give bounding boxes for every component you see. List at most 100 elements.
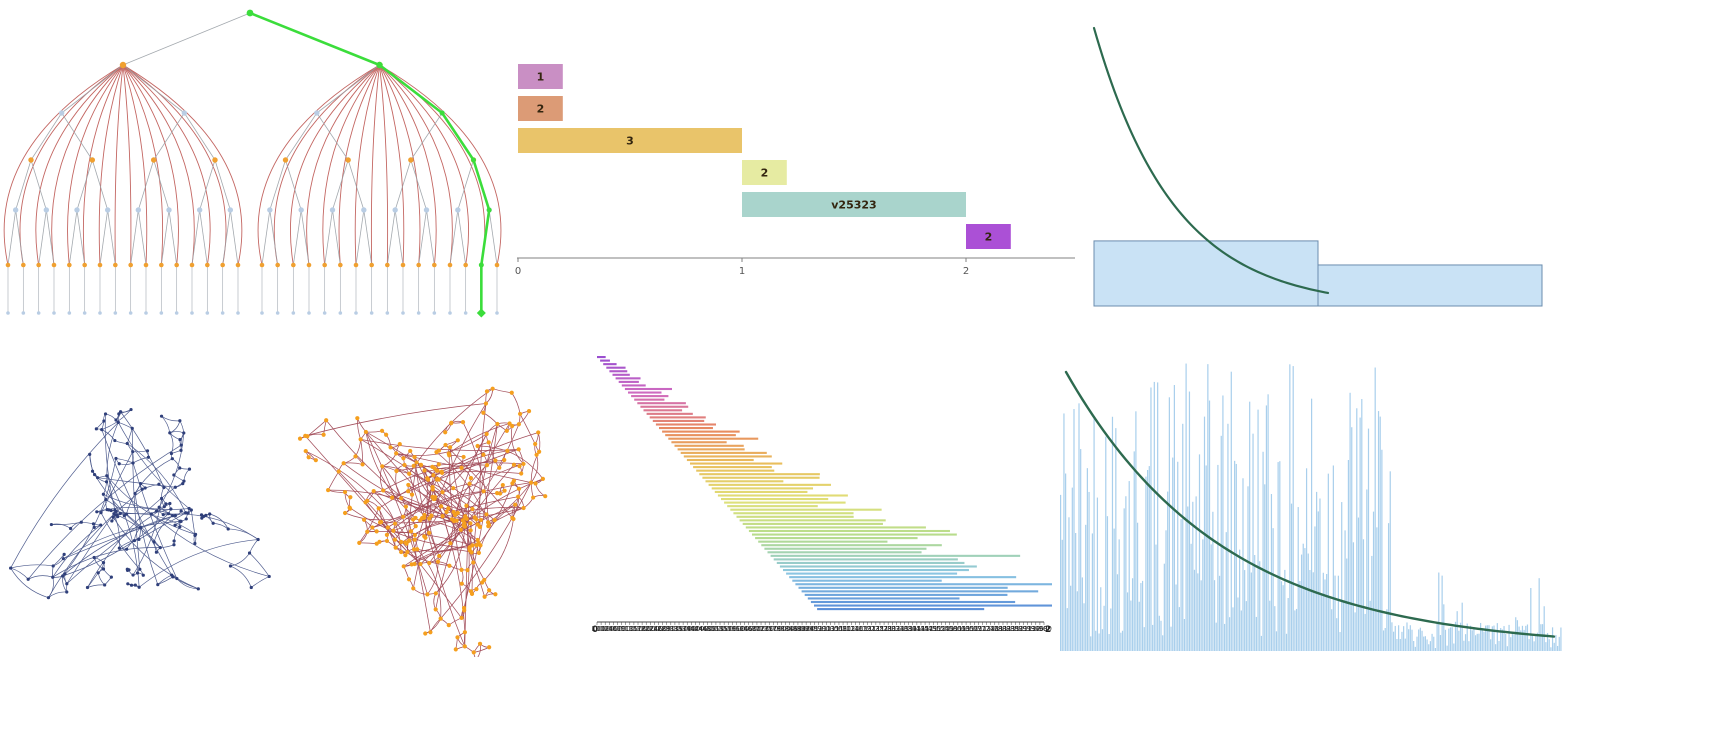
rainbow-bar — [702, 476, 820, 479]
gantt-bar-label: v25323 — [831, 199, 876, 212]
rainbow-bar — [730, 508, 882, 511]
dense-tick-label: 1.17 — [852, 625, 868, 633]
rainbow-bar — [810, 600, 1016, 604]
rainbow-bar — [798, 586, 1008, 589]
rainbow-bar — [624, 387, 672, 391]
dense-x-axis: 0.000.020.040.060.070.090.110.130.150.17… — [592, 621, 1052, 635]
rainbow-bar — [717, 494, 848, 497]
rainbow-bar — [764, 547, 927, 550]
dense-tick-label: 0.26 — [647, 625, 663, 633]
dense-tick-label: 0.15 — [622, 625, 638, 633]
rainbow-bar — [631, 395, 669, 398]
gantt-bar — [518, 128, 742, 153]
rainbow-bar — [634, 398, 665, 401]
dense-tick-label: 0.02 — [593, 625, 609, 633]
rainbow-bar — [711, 487, 814, 490]
gantt-bar — [742, 192, 966, 217]
dense-tick-label: 0.81 — [770, 625, 786, 633]
rainbow-bar — [755, 537, 918, 540]
rainbow-bar — [637, 402, 686, 405]
dense-tick-label: 1.65 — [958, 625, 974, 633]
rainbow-bar — [752, 533, 957, 536]
decay-curve — [1064, 370, 1556, 638]
red-arc-edges — [3, 64, 502, 266]
dense-tick-label: 1.19 — [856, 625, 872, 633]
dense-tick-label: 0.20 — [634, 625, 650, 633]
dense-tick-label: 1.05 — [823, 625, 839, 633]
dense-tick-label: 1.96 — [1028, 625, 1044, 633]
dense-tick-label: 0.28 — [651, 625, 667, 633]
dense-tick-label: 1.52 — [930, 625, 946, 633]
dense-tick-label: 1.98 — [1032, 625, 1048, 633]
rainbow-bar — [643, 409, 683, 412]
rainbow-bar — [748, 529, 950, 533]
dense-tick-label: 0.68 — [741, 625, 757, 633]
dense-tick-label: 1.72 — [975, 625, 991, 633]
dense-tick-label: 1.32 — [884, 625, 900, 633]
dense-tick-label: 1.80 — [991, 625, 1007, 633]
highlight-path — [246, 9, 492, 318]
dense-tick-label: 0.53 — [708, 625, 724, 633]
dense-tick-label: 1.85 — [1003, 625, 1019, 633]
dense-tick-label: 0.22 — [638, 625, 654, 633]
dense-tick-label: 0.33 — [663, 625, 679, 633]
dense-tick-label: 1.82 — [995, 625, 1011, 633]
dense-tick-label: 0.00 — [592, 625, 605, 633]
rainbow-bar — [659, 427, 713, 430]
rainbow-bar — [655, 423, 716, 426]
dense-tick-label: 0.07 — [606, 625, 622, 633]
network-edges — [299, 388, 546, 657]
dense-tick-label: 1.36 — [893, 625, 909, 633]
histogram-bins — [1093, 240, 1543, 307]
dense-tick-label: 0.66 — [737, 625, 753, 633]
network-nodes — [9, 407, 271, 600]
dense-tick-label: 0.95 — [802, 625, 818, 633]
dense-tick-label: 0.99 — [811, 625, 827, 633]
dense-tick-label: 0.39 — [675, 625, 691, 633]
rainbow-bar — [795, 583, 1052, 586]
rainbow-bar — [671, 441, 727, 444]
dense-tick-label: 0.73 — [753, 625, 769, 633]
rainbow-bar — [724, 501, 846, 504]
dense-tick-label: 0.42 — [684, 625, 700, 633]
gantt-bar — [742, 160, 787, 185]
x-tick-label: 2 — [963, 266, 969, 277]
rainbow-bar — [677, 448, 745, 451]
rainbow-bar — [609, 370, 628, 373]
dense-tick-label: 0.37 — [671, 625, 687, 633]
dense-tick-label: 1.25 — [868, 625, 884, 633]
genealogy-tree-chart — [3, 9, 502, 318]
rainbow-bar — [646, 412, 693, 415]
dense-tick-label: 1.58 — [942, 625, 958, 633]
dense-tick-label: 1.87 — [1007, 625, 1023, 633]
dense-tick-label: 1.50 — [925, 625, 941, 633]
rainbow-bar — [814, 604, 1052, 607]
rainbow-bar — [628, 391, 662, 394]
rainbow-bar — [665, 434, 736, 437]
rainbow-bar — [615, 377, 641, 380]
rainbow-bar — [776, 561, 965, 564]
rainbow-bar-rows — [597, 356, 1052, 611]
rainbow-bar — [786, 572, 958, 575]
dense-tick-label: 2.00 — [1036, 625, 1052, 633]
dense-tick-label: 0.77 — [761, 625, 777, 633]
dense-tick-label: 1.60 — [946, 625, 962, 633]
network-nodes — [297, 386, 548, 655]
rainbow-bar — [696, 469, 775, 472]
dense-tick-label: 1.74 — [979, 625, 995, 633]
dense-tick-label: 0.13 — [618, 625, 634, 633]
bin-rect — [1317, 264, 1543, 307]
rainbow-bar — [597, 356, 606, 359]
dense-tick-label: 1.78 — [987, 625, 1003, 633]
rainbow-bar — [683, 455, 772, 458]
gantt-bar-label: 2 — [985, 231, 993, 244]
dense-tick-label: 1.63 — [954, 625, 970, 633]
dense-tick-label: 0.90 — [790, 625, 806, 633]
rainbow-bar — [792, 579, 942, 582]
gantt-bar — [518, 64, 563, 89]
dense-tick-label: 1.71 — [971, 625, 987, 633]
dense-tick-label: 1.28 — [876, 625, 892, 633]
